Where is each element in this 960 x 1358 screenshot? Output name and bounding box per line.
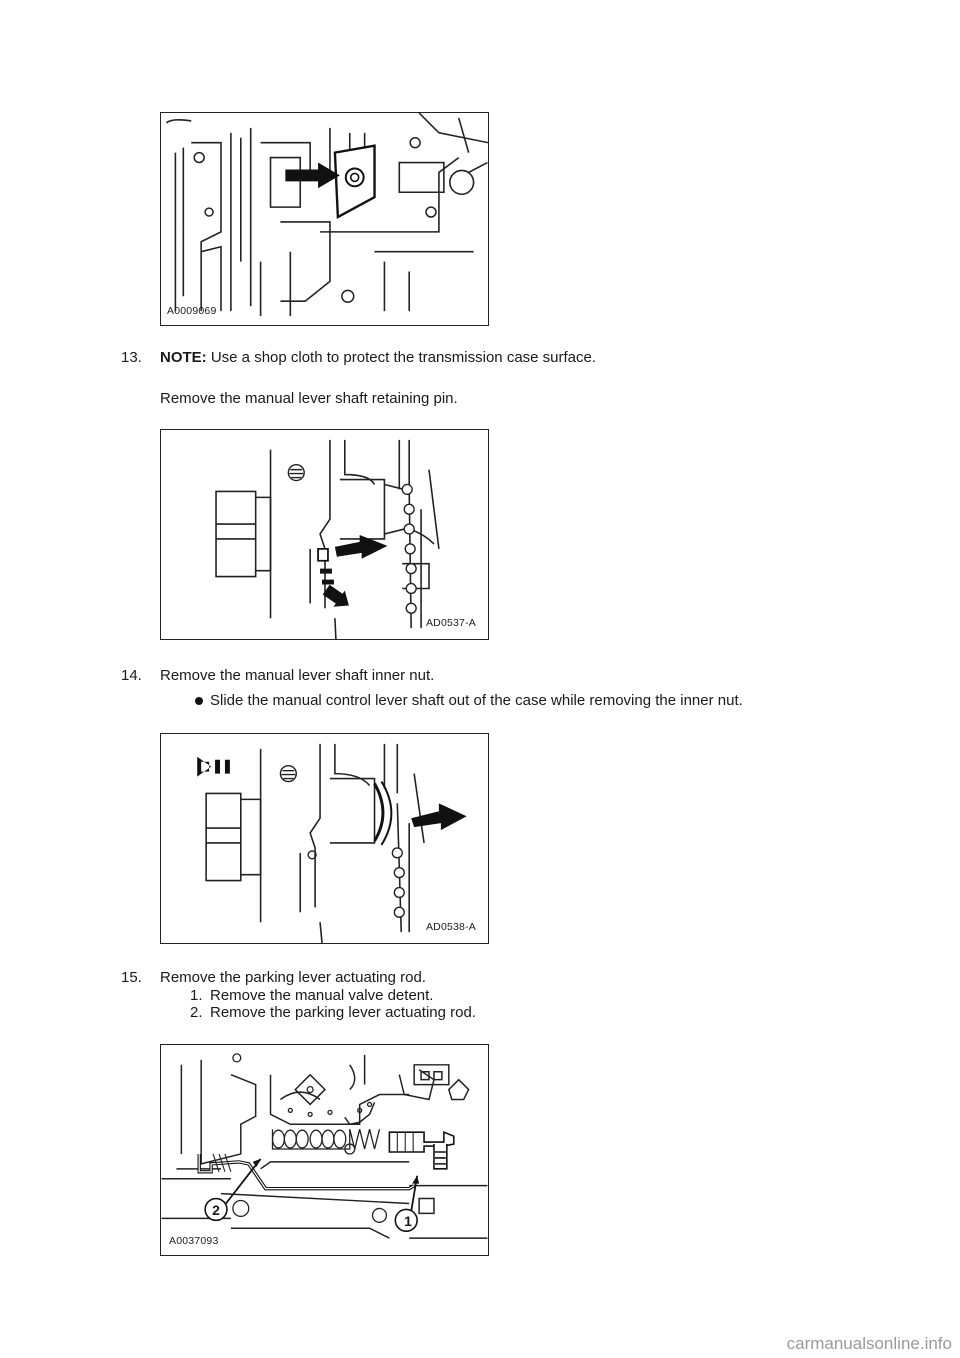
substep-number: 1. xyxy=(190,987,203,1004)
figure-code: AD0537-A xyxy=(425,617,476,629)
watermark: carmanualsonline.info xyxy=(786,1334,952,1353)
substep-text: Remove the manual valve detent. xyxy=(210,987,434,1004)
step-note: NOTE: Use a shop cloth to protect the tr… xyxy=(160,349,596,367)
step-number: 13. xyxy=(121,349,142,366)
figure-code: A0009069 xyxy=(167,305,217,317)
step-number: 15. xyxy=(121,969,142,986)
figure-inner-nut: AD0538-A xyxy=(160,733,489,944)
callout-label: 1 xyxy=(404,1213,412,1229)
figure-valve-body: A0009069 xyxy=(160,112,489,326)
actuating-rod-illustration xyxy=(161,1053,488,1239)
figure-actuating-rod: 2 1 A0037093 xyxy=(160,1044,489,1256)
step-instruction: Remove the parking lever actuating rod. xyxy=(160,969,426,986)
note-label: NOTE: xyxy=(160,349,207,366)
substep-number: 2. xyxy=(190,1004,203,1021)
step-instruction: Remove the manual lever shaft inner nut. xyxy=(160,667,435,684)
figure-code: A0037093 xyxy=(169,1235,219,1247)
figure-retaining-pin: AD0537-A xyxy=(160,429,489,640)
step-instruction: Remove the manual lever shaft retaining … xyxy=(160,390,458,407)
inner-nut-illustration xyxy=(197,743,467,943)
bullet-text: Slide the manual control lever shaft out… xyxy=(210,692,743,709)
substep-text: Remove the parking lever actuating rod. xyxy=(210,1004,476,1021)
valve-body-illustration xyxy=(165,113,488,317)
retaining-pin-illustration xyxy=(215,439,440,639)
bullet-icon xyxy=(195,697,203,705)
callout-label: 2 xyxy=(212,1202,220,1218)
step-number: 14. xyxy=(121,667,142,684)
note-text: Use a shop cloth to protect the transmis… xyxy=(206,349,597,366)
figure-code: AD0538-A xyxy=(425,921,476,933)
